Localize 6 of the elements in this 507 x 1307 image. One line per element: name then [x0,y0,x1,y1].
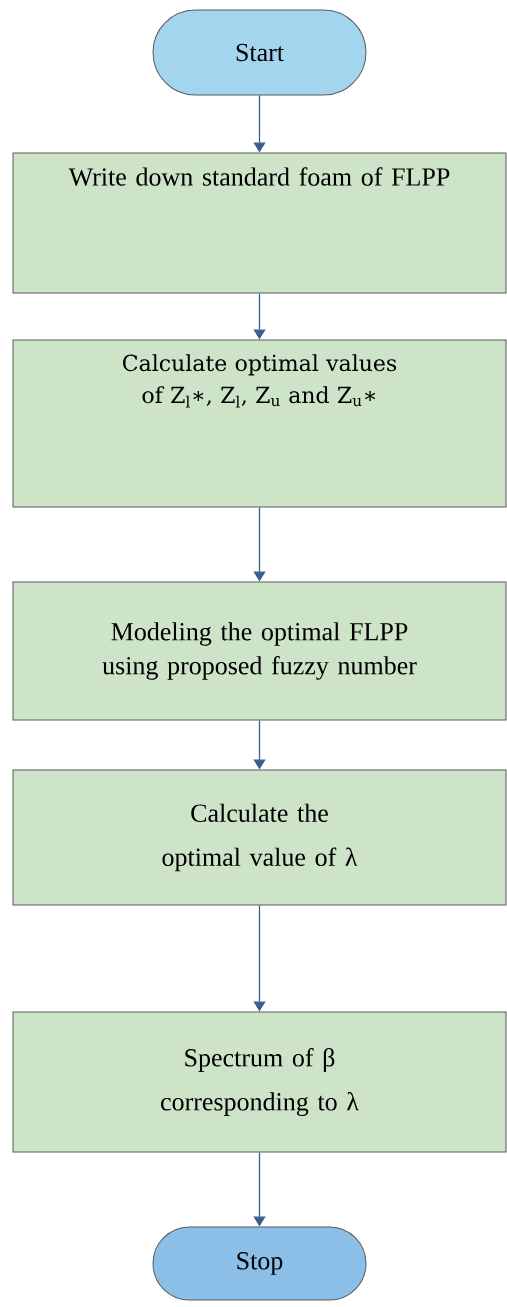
process-box: Spectrum of β corresponding to λ [12,1011,507,1153]
process-box: Calculate the optimal value of λ [12,769,507,906]
process-box: Write down standard foam of FLPP [12,152,507,294]
process-box: Calculate optimal values of Z$_{l}$∗, Z$_{l}$, Z$_{u}$ and Z$_{u}$∗ [12,339,507,508]
process-box: Modeling the optimal FLPP using proposed fuzzy number [12,581,507,721]
terminal-oval: Stop [152,1226,367,1301]
